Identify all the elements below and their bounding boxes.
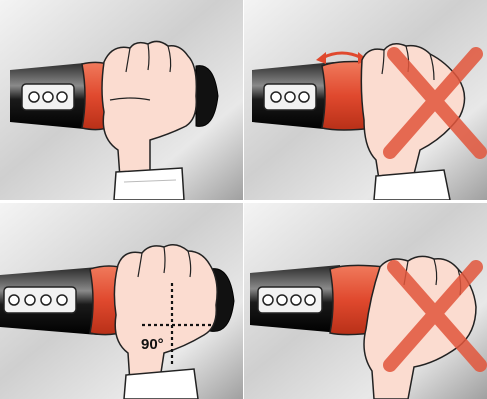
handle-dot	[305, 295, 315, 305]
panel-perpendicular-grip-illustration: 90°	[0, 203, 243, 399]
handle-dot	[285, 92, 295, 102]
panel-perpendicular-grip: 90°	[0, 203, 243, 399]
panel-correct-grip-illustration	[0, 0, 243, 200]
angle-label: 90°	[141, 336, 164, 353]
handle-dot	[29, 92, 39, 102]
handle-dot	[41, 295, 51, 305]
handle-dot	[9, 295, 19, 305]
handle-dot	[271, 92, 281, 102]
handle-dot	[291, 295, 301, 305]
handle-dot	[299, 92, 309, 102]
panel-tilted-grip	[244, 203, 487, 399]
handle-dot	[57, 295, 67, 305]
panel-twisting-grip-illustration	[244, 0, 487, 200]
panel-correct-grip	[0, 0, 243, 200]
sleeve-cuff	[114, 168, 184, 200]
handle-dot	[263, 295, 273, 305]
handle-dot	[25, 295, 35, 305]
panel-twisting-grip	[244, 0, 487, 200]
sleeve-cuff	[124, 369, 198, 399]
panel-tilted-grip-illustration	[244, 203, 487, 399]
handle-dot	[277, 295, 287, 305]
handle-dot	[43, 92, 53, 102]
sleeve-cuff	[374, 170, 450, 200]
handle-dot	[57, 92, 67, 102]
